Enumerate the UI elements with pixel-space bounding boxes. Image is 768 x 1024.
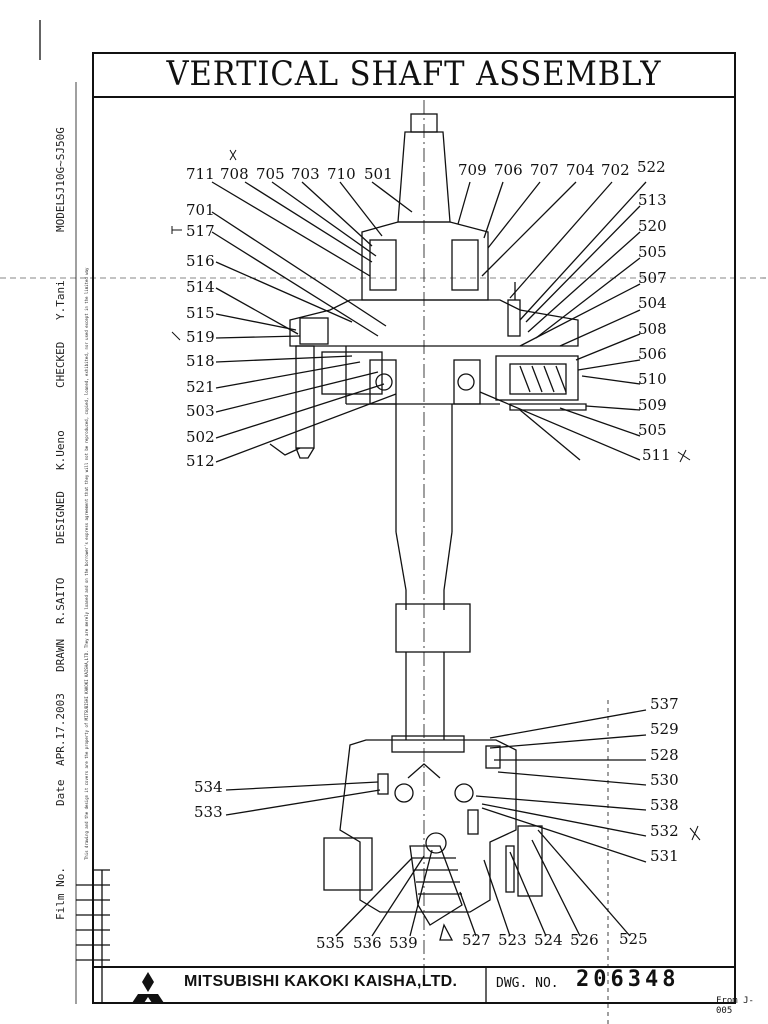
callout-533: 533 xyxy=(194,803,223,821)
callout-534: 534 xyxy=(194,778,223,796)
callout-528: 528 xyxy=(650,746,679,764)
drawn-label: DRAWN xyxy=(54,638,67,672)
callout-531: 531 xyxy=(650,847,679,865)
callout-705: 705 xyxy=(256,165,285,183)
date-value: APR.17.2003 xyxy=(54,693,67,766)
checked-value: Y.Tani xyxy=(54,280,67,320)
callout-526: 526 xyxy=(570,931,599,949)
callout-508: 508 xyxy=(638,320,667,338)
film-no-label: Film No. xyxy=(54,867,67,920)
callout-512: 512 xyxy=(186,452,215,470)
callout-519: 519 xyxy=(186,328,215,346)
callout-709: 709 xyxy=(458,161,487,179)
model-value: SJ10G~SJ50G xyxy=(54,127,67,200)
form-reference: From J-005 xyxy=(716,996,754,1016)
callout-704: 704 xyxy=(566,161,595,179)
callout-511: 511 xyxy=(642,446,671,464)
callout-532: 532 xyxy=(650,822,679,840)
callout-527: 527 xyxy=(462,931,491,949)
callout-525: 525 xyxy=(619,930,648,948)
callout-523: 523 xyxy=(498,931,527,949)
callout-708: 708 xyxy=(220,165,249,183)
callout-710: 710 xyxy=(327,165,356,183)
callout-536: 536 xyxy=(353,934,382,952)
callout-702: 702 xyxy=(601,161,630,179)
model-label: MODEL xyxy=(54,198,67,232)
company-name: MITSUBISHI KAKOKI KAISHA,LTD. xyxy=(184,973,458,990)
callout-506: 506 xyxy=(638,345,667,363)
callout-538: 538 xyxy=(650,796,679,814)
callout-507: 507 xyxy=(638,269,667,287)
designed-value: K.Ueno xyxy=(54,430,67,470)
dwg-number: 206348 xyxy=(576,967,680,992)
callout-501: 501 xyxy=(364,165,393,183)
callout-513: 513 xyxy=(638,191,667,209)
callout-505b: 505 xyxy=(638,421,667,439)
callout-516: 516 xyxy=(186,252,215,270)
drawing-frame xyxy=(92,52,736,1004)
callout-706: 706 xyxy=(494,161,523,179)
callout-510: 510 xyxy=(638,370,667,388)
callout-503: 503 xyxy=(186,402,215,420)
callout-529: 529 xyxy=(650,720,679,738)
proprietary-notice: This drawing and the design it covers ar… xyxy=(84,267,89,860)
drawn-value: R.SAITO xyxy=(54,577,67,624)
callout-711: 711 xyxy=(186,165,215,183)
callout-524: 524 xyxy=(534,931,563,949)
callout-520: 520 xyxy=(638,217,667,235)
dwg-no-label: DWG. NO. xyxy=(496,976,559,991)
callout-517: 517 xyxy=(186,222,215,240)
callout-530: 530 xyxy=(650,771,679,789)
company-logo-icon xyxy=(132,972,164,1003)
callout-502: 502 xyxy=(186,428,215,446)
callout-514: 514 xyxy=(186,278,215,296)
callout-701: 701 xyxy=(186,201,215,219)
callout-509: 509 xyxy=(638,396,667,414)
callout-522: 522 xyxy=(637,158,666,176)
callout-515: 515 xyxy=(186,304,215,322)
callout-505a: 505 xyxy=(638,243,667,261)
callout-703: 703 xyxy=(291,165,320,183)
checked-label: CHECKED xyxy=(54,341,67,388)
callout-504: 504 xyxy=(638,294,667,312)
callout-535: 535 xyxy=(316,934,345,952)
callout-539: 539 xyxy=(389,934,418,952)
drawing-title: VERTICAL SHAFT ASSEMBLY xyxy=(166,54,662,94)
callout-521: 521 xyxy=(186,378,215,396)
title-block-footer xyxy=(92,966,736,1004)
callout-537: 537 xyxy=(650,695,679,713)
designed-label: DESIGNED xyxy=(54,491,67,544)
callout-518: 518 xyxy=(186,352,215,370)
title-bar: VERTICAL SHAFT ASSEMBLY xyxy=(92,52,736,98)
callout-707: 707 xyxy=(530,161,559,179)
date-label: Date xyxy=(54,779,67,807)
